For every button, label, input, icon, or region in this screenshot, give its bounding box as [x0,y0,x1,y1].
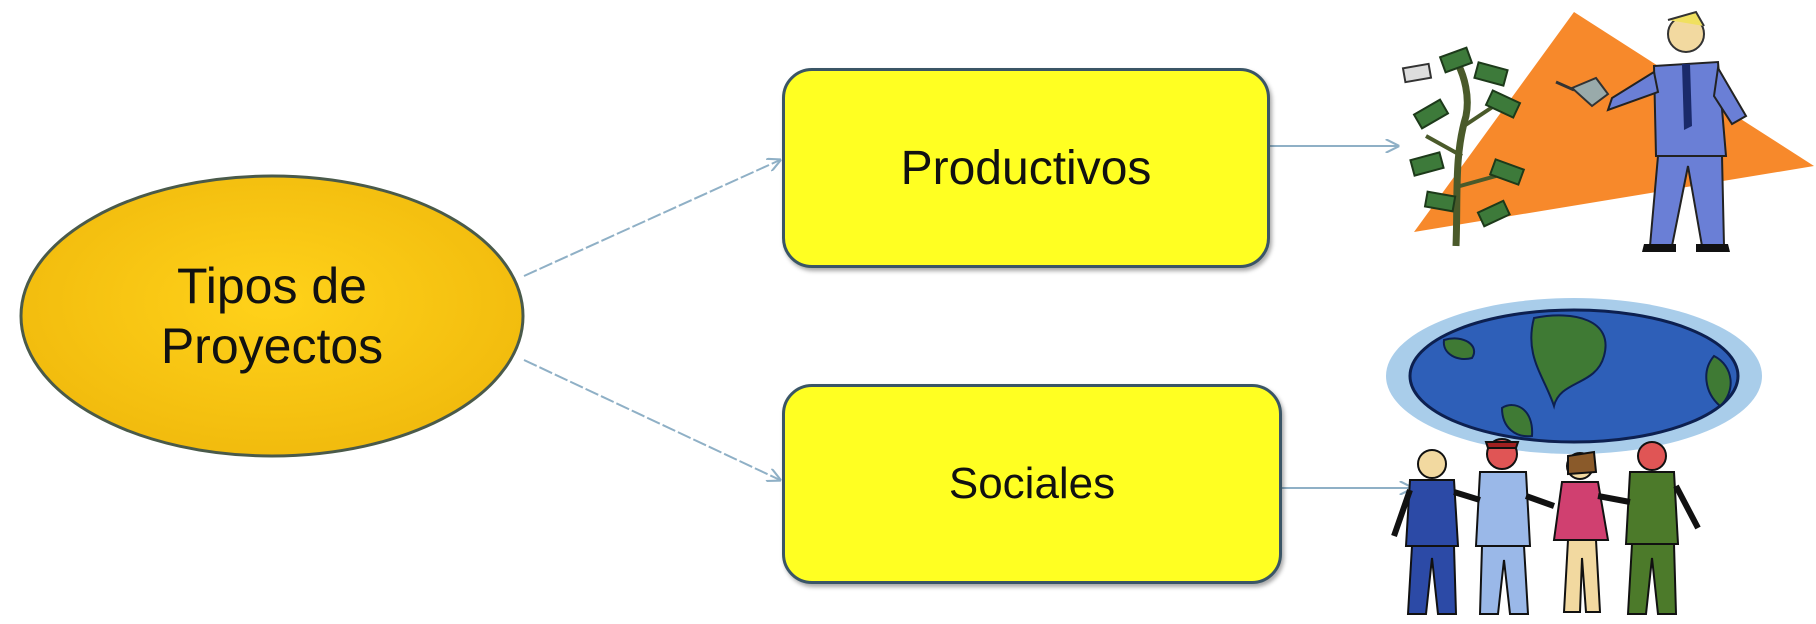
arrow-root-to-sociales [523,359,780,480]
arrow-root-to-productivos [523,160,780,277]
box-sociales: Sociales [782,384,1282,584]
root-label: Tipos de Proyectos [161,256,383,376]
root-label-line2: Proyectos [160,318,384,374]
globe-people-icon [1386,298,1762,615]
box-productivos: Productivos [782,68,1270,268]
root-label-line1: Tipos de [177,258,367,314]
root-ellipse-shape [19,174,525,458]
sociales-label: Sociales [948,459,1116,508]
root-ellipse: Tipos de Proyectos [18,172,526,460]
money-tree-businessman-icon [1401,10,1814,252]
productivos-label: Productivos [900,141,1152,195]
